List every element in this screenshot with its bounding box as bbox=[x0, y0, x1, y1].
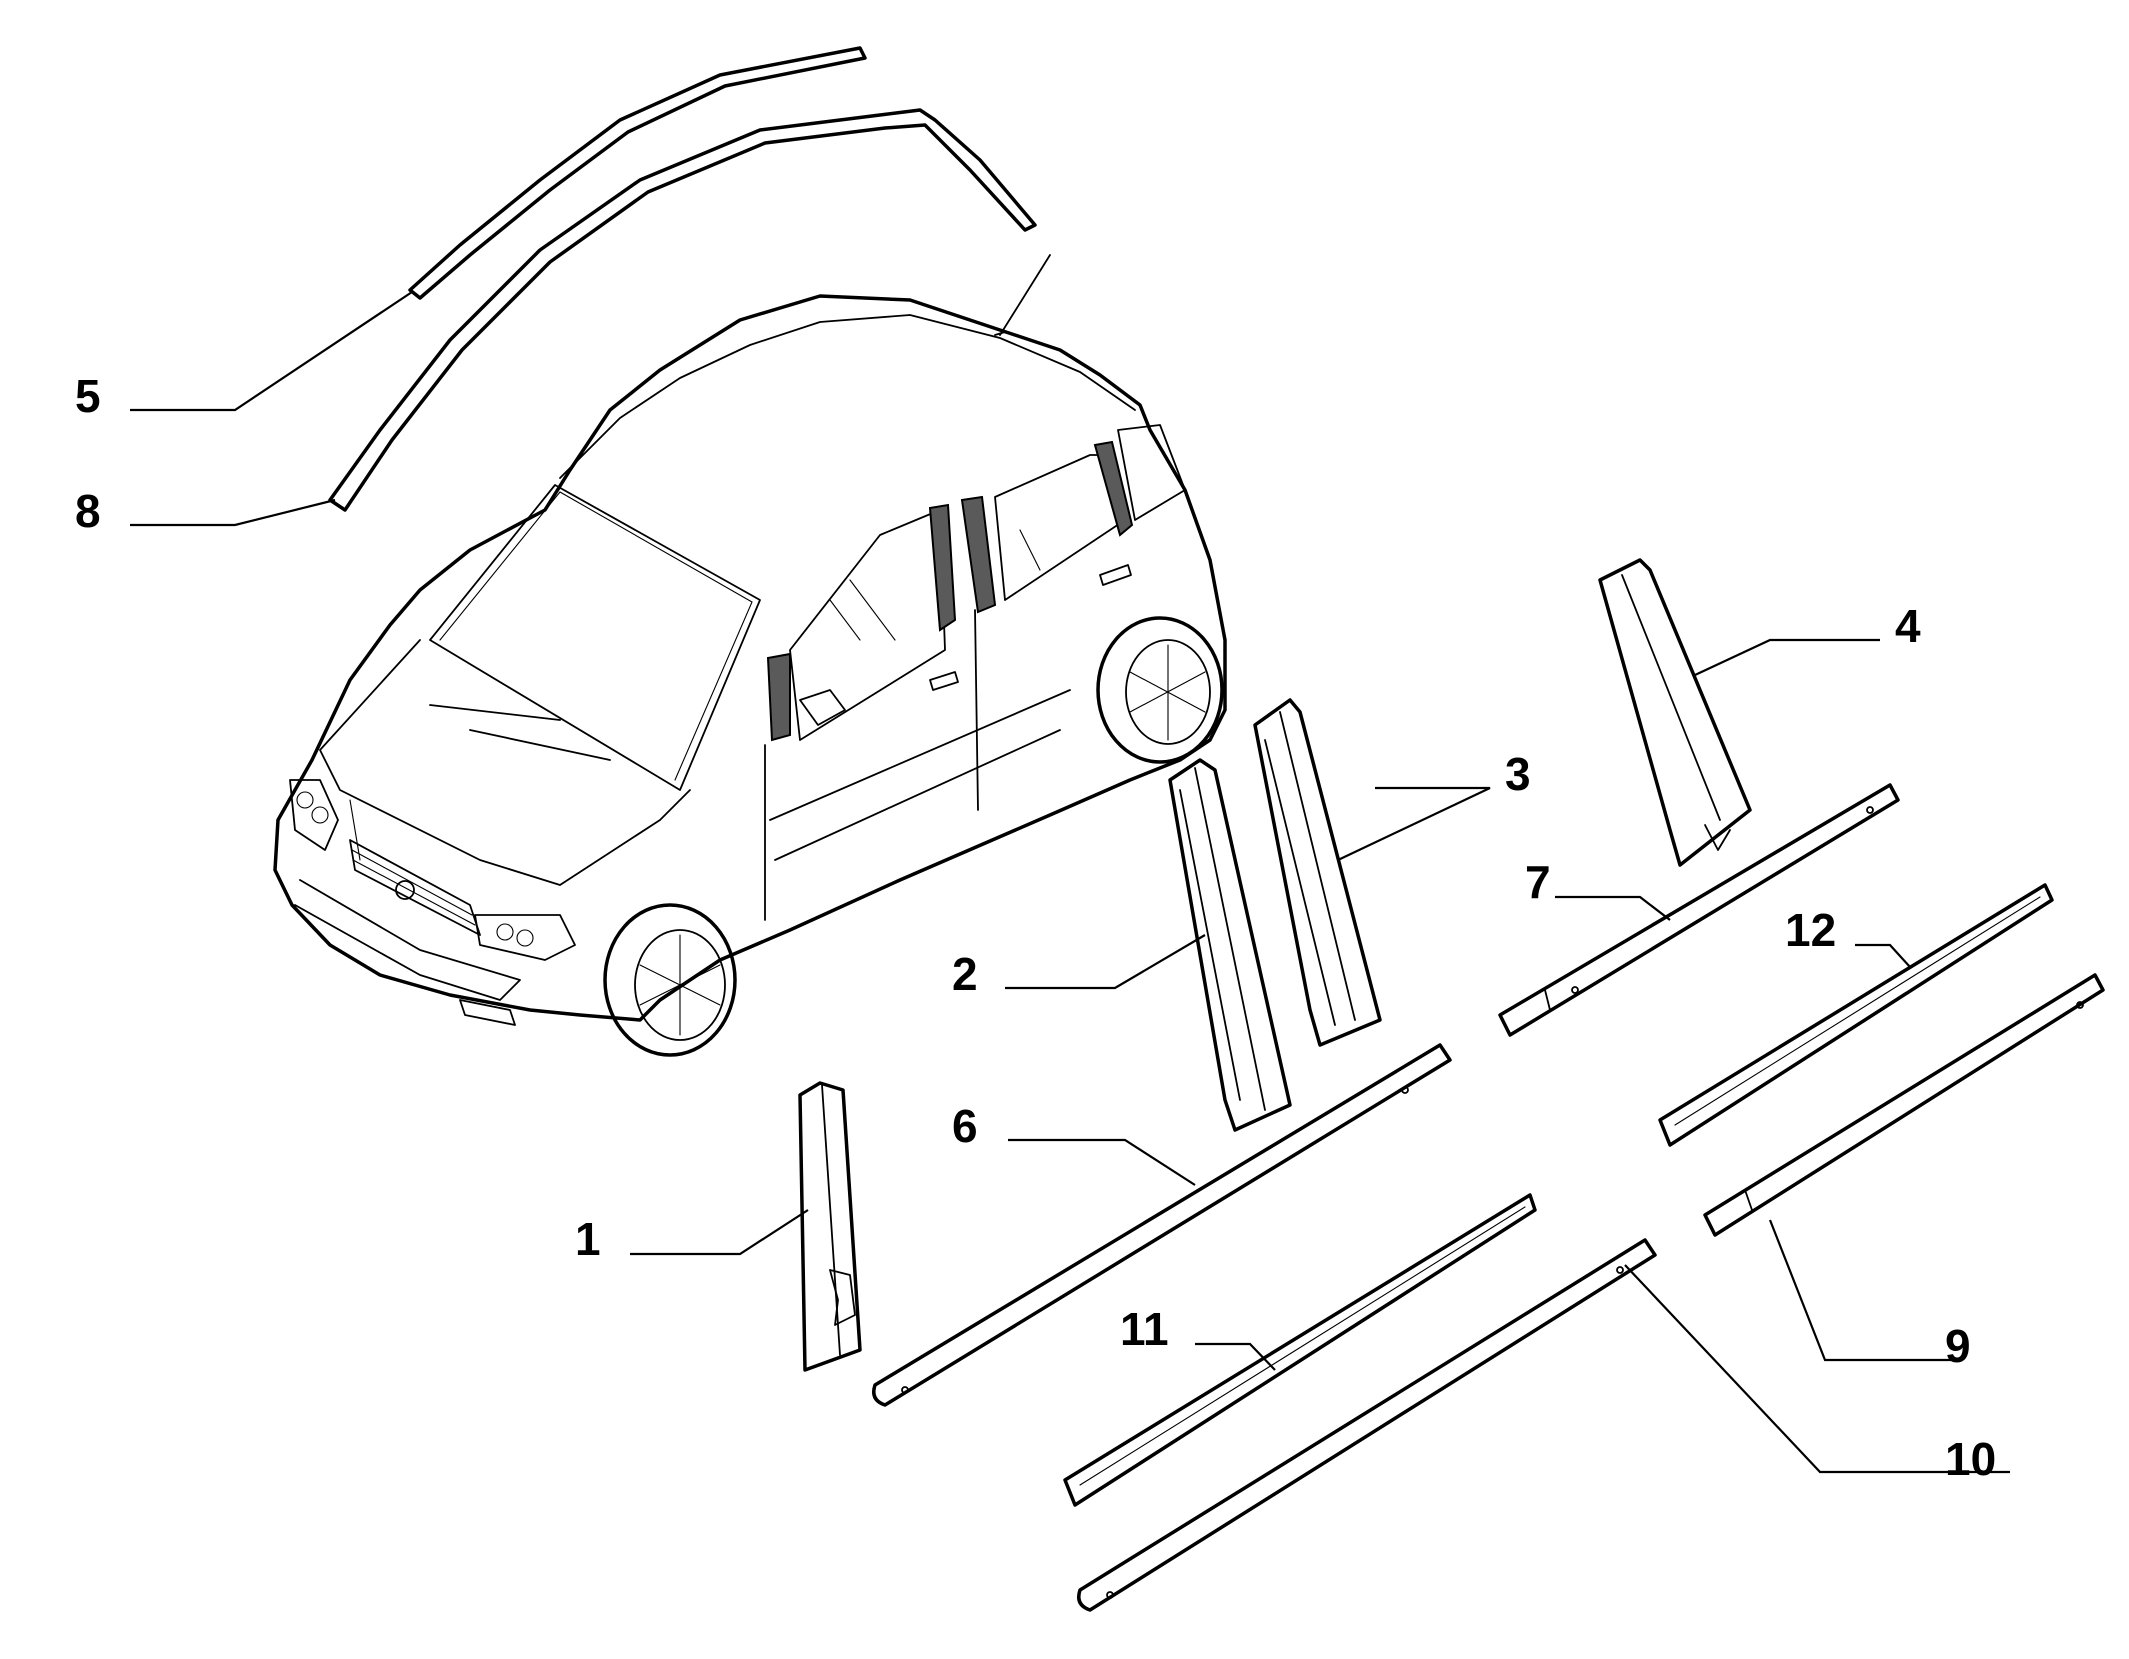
callout-8: 8 bbox=[75, 485, 101, 537]
callout-6: 6 bbox=[952, 1100, 978, 1152]
part-7-door-moulding bbox=[1498, 783, 1900, 1037]
callout-3: 3 bbox=[1505, 748, 1531, 800]
part-2-pillar-trim bbox=[1168, 758, 1292, 1132]
part-6-door-moulding bbox=[872, 1043, 1452, 1407]
part-11-sill-strip bbox=[1063, 1193, 1537, 1507]
part-9-door-moulding bbox=[1703, 973, 2105, 1237]
car-body bbox=[273, 254, 1227, 1057]
callout-11: 11 bbox=[1120, 1303, 1169, 1355]
part-4-pillar-trim bbox=[1598, 558, 1752, 867]
callout-1: 1 bbox=[575, 1213, 601, 1265]
callout-4: 4 bbox=[1895, 600, 1921, 652]
part-1-pillar-trim bbox=[798, 1081, 862, 1372]
part-5-roof-moulding bbox=[408, 46, 867, 300]
part-8-roof-rail bbox=[328, 108, 1037, 512]
callout-10: 10 bbox=[1945, 1433, 1996, 1485]
part-12-sill-strip bbox=[1658, 883, 2054, 1147]
callout-7: 7 bbox=[1525, 856, 1551, 908]
part-3-pillar-trim bbox=[1253, 698, 1382, 1047]
leader-lines bbox=[130, 291, 2010, 1474]
part-10-lower-moulding bbox=[1077, 1238, 1657, 1612]
callout-2: 2 bbox=[952, 948, 978, 1000]
callout-labels: 5 8 1 2 3 4 6 7 9 10 11 12 bbox=[75, 370, 1996, 1485]
callout-9: 9 bbox=[1945, 1320, 1971, 1372]
callout-12: 12 bbox=[1785, 904, 1836, 956]
callout-5: 5 bbox=[75, 370, 101, 422]
